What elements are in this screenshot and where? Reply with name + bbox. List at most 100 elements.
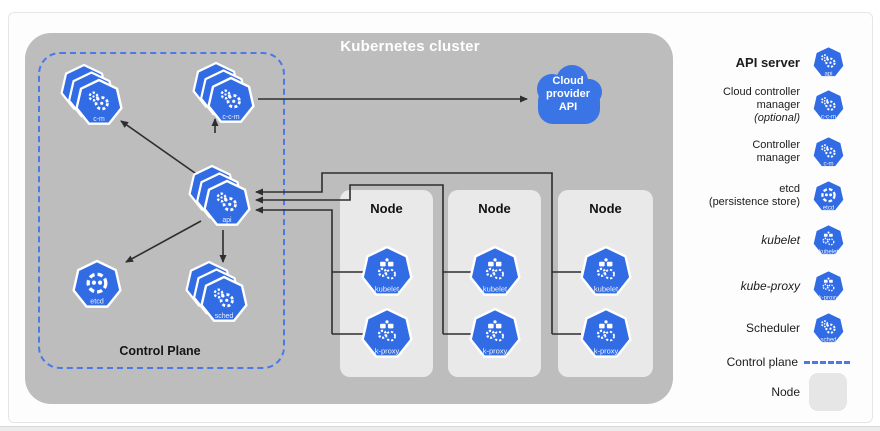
kube-proxy-node2: k-proxy [466, 305, 524, 368]
wheel-glyph [596, 320, 615, 342]
etcd-icon-legend-icon: etcd [810, 178, 846, 213]
legend-icon-cell: c-m [806, 130, 850, 174]
kube-proxy-icon-label: k-proxy [374, 347, 399, 356]
cloud-icon [537, 65, 602, 124]
etcd-glyph [86, 272, 108, 294]
api-server-icon-legend-icon: api [810, 44, 846, 79]
legend-label: API server [668, 56, 800, 69]
etcd-icon: etcd [72, 259, 122, 308]
kubelet-icon-label: kubelet [374, 285, 399, 294]
kubelet-icon-legend-icon: kubelet [810, 222, 846, 257]
legend-label-line: Scheduler [745, 320, 800, 335]
legend-row-kubelet: kubelet kubelet [664, 218, 850, 262]
legend-swatch-cell [804, 340, 850, 384]
scheduler-icon-label: sched [215, 313, 234, 320]
cloud-provider-api: Cloud provider API [528, 62, 608, 128]
gears-glyph [88, 91, 109, 111]
kube-proxy-icon-node2: k-proxy [468, 307, 521, 358]
wheel-glyph [821, 276, 834, 291]
bottom-strip [0, 426, 880, 431]
controller-manager: c-m [57, 61, 126, 135]
cloud-controller-manager: c-c-m [189, 59, 258, 133]
scheduler: sched [182, 258, 251, 332]
legend-row-kube-proxy: kube-proxy k-proxy [664, 264, 850, 308]
api-server-icon: api [188, 164, 251, 226]
cloud-line-2: provider [545, 88, 590, 100]
legend-label-line: manager [756, 152, 800, 164]
legend-label-line: (persistence store) [708, 196, 800, 208]
cloud-line-1: Cloud [552, 75, 584, 87]
legend-label-line: (optional) [754, 111, 800, 124]
legend-icon-cell: sched [806, 306, 850, 350]
legend-label-line: kube-proxy [740, 278, 800, 293]
kube-proxy-icon-label: k-proxy [482, 347, 507, 356]
etcd-icon-label: etcd [822, 205, 833, 211]
legend-label: kube-proxy [668, 278, 800, 293]
kubelet-icon-label: kubelet [482, 285, 507, 294]
etcd-icon-label: etcd [90, 297, 104, 306]
legend-label: Control plane [666, 355, 798, 369]
kubelet-icon-node3: kubelet [579, 245, 632, 296]
api-server: api [185, 162, 254, 236]
legend-icon-cell: k-proxy [806, 264, 850, 308]
legend-label: Scheduler [668, 320, 800, 335]
kubelet-node3: kubelet [577, 243, 635, 306]
legend-label: kubelet [668, 233, 800, 247]
kube-proxy-icon-label: k-proxy [818, 295, 838, 301]
legend-swatch-cell [806, 370, 850, 414]
kube-proxy-icon-node1: k-proxy [360, 307, 413, 358]
control-plane-dash-swatch [804, 360, 850, 364]
wheel-glyph [377, 320, 396, 342]
controller-manager-icon: c-m [60, 63, 123, 125]
scheduler-icon: sched [185, 260, 248, 322]
scheduler-icon-legend-icon: sched [810, 310, 846, 345]
legend-label-line: Cloud controller [722, 85, 800, 98]
legend-icon-cell: kubelet [806, 218, 850, 262]
legend-icon-cell: c-c-m [806, 83, 850, 127]
api-server-icon-label: api [222, 217, 232, 224]
kube-proxy-icon-legend-icon: k-proxy [810, 268, 846, 303]
node-label: Node [478, 201, 511, 216]
wheel-glyph [485, 258, 504, 280]
controller-manager-icon-label: c-m [823, 161, 833, 167]
kubelet-icon-label: kubelet [818, 249, 838, 255]
controller-manager-icon-label: c-m [93, 116, 105, 123]
legend-row-api-server: API server api [664, 40, 850, 84]
kube-proxy-icon-label: k-proxy [593, 347, 618, 356]
wheel-glyph [377, 258, 396, 280]
kubelet-node1: kubelet [358, 243, 416, 306]
controller-manager-icon-legend-icon: c-m [810, 134, 846, 169]
legend-label-line: etcd [779, 183, 800, 195]
legend-label-line: API server [735, 54, 800, 70]
cloud-controller-manager-icon-label: c-c-m [821, 114, 836, 120]
legend-icon-cell: api [806, 40, 850, 84]
etcd-glyph [820, 187, 836, 202]
kubelet-icon-node1: kubelet [360, 245, 413, 296]
cloud-controller-manager-icon: c-c-m [192, 61, 255, 123]
api-server-icon-label: api [824, 71, 832, 77]
kubelet-node2: kubelet [466, 243, 524, 306]
kubelet-icon-node2: kubelet [468, 245, 521, 296]
legend-icon-cell: etcd [806, 174, 850, 218]
legend-label: Node [668, 384, 800, 399]
kubelet-icon-label: kubelet [593, 285, 618, 294]
etcd: etcd [69, 257, 125, 318]
node-box-swatch [809, 373, 847, 411]
cloud-provider-api-label: Cloud provider API [528, 75, 608, 114]
legend-row-etcd: etcd(persistence store)etcd [664, 174, 850, 218]
cloud-controller-manager-icon-label: c-c-m [222, 114, 239, 121]
control-plane-label: Control Plane [119, 344, 201, 358]
legend-label-line: manager [756, 98, 800, 111]
wheel-glyph [596, 258, 615, 280]
scheduler-icon-label: sched [820, 337, 836, 343]
legend-label: etcd(persistence store) [668, 183, 800, 209]
legend-row-node-box: Node [664, 370, 850, 414]
kube-proxy-node1: k-proxy [358, 305, 416, 368]
cluster-title: Kubernetes cluster [340, 38, 480, 55]
legend-row-control-plane-dash: Control plane [664, 340, 850, 384]
legend-label-line: Node [771, 384, 800, 399]
